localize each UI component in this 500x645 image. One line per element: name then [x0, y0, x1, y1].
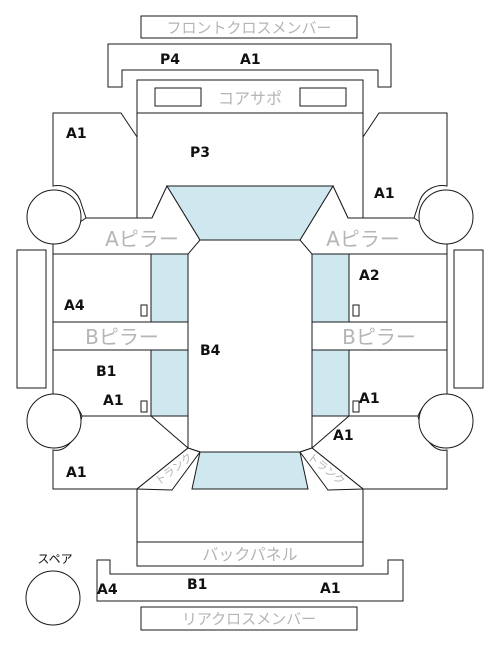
left-front-door-handle-icon — [140, 304, 148, 317]
left-rear-door-handle-icon — [140, 400, 148, 413]
front-cross-member-box[interactable] — [140, 15, 358, 39]
front-member-grade-a1: A1 — [240, 52, 261, 68]
core-support-left-slot — [154, 87, 202, 107]
front-right-fender-panel[interactable] — [362, 112, 448, 219]
right-front-door-handle-icon — [352, 304, 360, 317]
front-left-fender-grade: A1 — [66, 126, 87, 142]
front-right-wheel-icon — [418, 189, 474, 245]
front-right-fender-grade: A1 — [374, 186, 395, 202]
left-rear-door-grade-a1: A1 — [103, 393, 124, 409]
rear-member-grade-a1: A1 — [320, 581, 341, 597]
right-front-door-grade: A2 — [359, 268, 380, 284]
a-pillar-left-label: Aピラー — [105, 227, 179, 251]
rear-right-wheel-icon — [418, 393, 474, 449]
a-pillar-right-label: Aピラー — [326, 227, 400, 251]
front-member-panel[interactable] — [107, 43, 392, 88]
left-front-door-grade: A4 — [64, 298, 85, 314]
front-cross-member-label: フロントクロスメンバー — [166, 19, 331, 37]
rear-cross-member-box[interactable] — [140, 606, 358, 631]
b-pillar-right-label: Bピラー — [342, 325, 416, 349]
rear-window-glass — [191, 451, 309, 490]
front-left-fender-panel[interactable] — [52, 112, 138, 219]
roof-grade: B4 — [200, 343, 221, 359]
right-rear-quarter-grade: A1 — [333, 428, 354, 444]
spare-label: スペア — [37, 552, 72, 566]
hood-grade: P3 — [190, 145, 210, 161]
left-side-sill[interactable] — [16, 249, 47, 389]
rear-cross-member-label: リアクロスメンバー — [182, 610, 316, 628]
back-panel[interactable] — [136, 541, 364, 567]
left-rear-quarter-grade: A1 — [66, 465, 87, 481]
rear-left-wheel-icon — [26, 393, 82, 449]
left-front-door-panel[interactable] — [52, 253, 152, 323]
right-side-sill[interactable] — [453, 249, 484, 389]
core-support-label: コアサポ — [218, 89, 282, 108]
front-member-grade-p4: P4 — [160, 52, 180, 68]
spare-tire-icon[interactable] — [25, 570, 81, 626]
right-rear-door-grade: A1 — [359, 391, 380, 407]
rear-member-grade-b1: B1 — [187, 577, 207, 593]
right-rear-door-handle-icon — [352, 400, 360, 413]
b-pillar-left-label: Bピラー — [85, 325, 159, 349]
rear-member-grade-a4: A4 — [97, 582, 118, 598]
front-left-wheel-icon — [26, 189, 82, 245]
rear-member-panel[interactable] — [96, 559, 404, 602]
core-support-right-slot — [299, 87, 347, 107]
right-front-door-panel[interactable] — [348, 253, 448, 323]
left-rear-door-grade-b1: B1 — [96, 364, 116, 380]
back-panel-label: バックパネル — [202, 545, 297, 564]
